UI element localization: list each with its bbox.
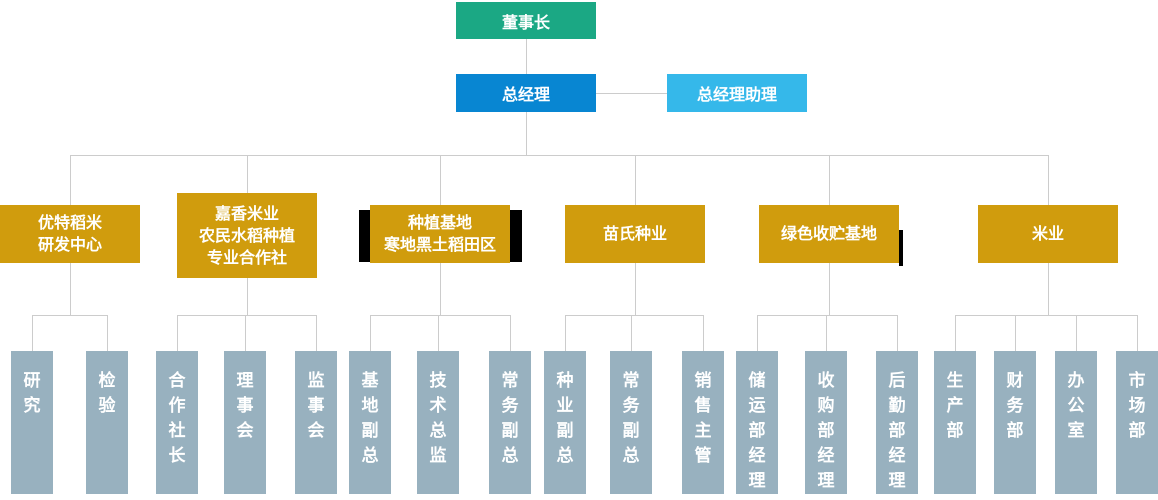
connector-line <box>631 315 632 351</box>
leaf-purchasing-manager: 收购部经理 <box>805 351 847 494</box>
connector-line <box>177 315 316 316</box>
connector-line <box>70 263 71 315</box>
connector-line <box>1137 315 1138 351</box>
leaf-base-vp: 基地副总 <box>349 351 391 494</box>
leaf-executive-vp-1: 常务副总 <box>489 351 531 494</box>
node-gm-assistant-label: 总经理助理 <box>696 85 777 104</box>
connector-line <box>1076 315 1077 351</box>
connector-line <box>829 263 830 315</box>
connector-line <box>510 315 511 351</box>
connector-line <box>370 315 510 316</box>
node-chairman: 董事长 <box>456 2 596 39</box>
connector-line <box>370 315 371 351</box>
dept-label-line: 种植基地 <box>407 213 472 232</box>
connector-line <box>635 155 636 205</box>
leaf-finance-dept: 财务部 <box>994 351 1036 494</box>
dept-label-line: 嘉香米业 <box>214 203 279 223</box>
leaf-office: 办公室 <box>1055 351 1097 494</box>
connector-line <box>596 93 667 94</box>
connector-line <box>703 315 704 351</box>
connector-line <box>440 263 441 315</box>
connector-line <box>438 315 439 351</box>
leaf-inspection: 检验 <box>86 351 128 494</box>
black-artifact-mark <box>899 230 903 266</box>
connector-line <box>565 315 703 316</box>
dept-label-line: 研发中心 <box>37 235 102 254</box>
node-general-manager: 总经理 <box>456 74 596 112</box>
connector-line <box>955 315 956 351</box>
connector-line <box>440 155 441 205</box>
leaf-seed-vp: 种业副总 <box>544 351 586 494</box>
connector-line <box>1015 315 1016 351</box>
leaf-marketing-dept: 市场部 <box>1116 351 1158 494</box>
connector-line <box>247 278 248 315</box>
dept-label-line: 绿色收贮基地 <box>780 224 877 243</box>
leaf-executive-vp-2: 常务副总 <box>610 351 652 494</box>
connector-line <box>1048 263 1049 315</box>
dept-label-line: 苗氏种业 <box>602 224 667 243</box>
node-gm-assistant: 总经理助理 <box>667 74 807 112</box>
leaf-tech-director: 技术总监 <box>417 351 459 494</box>
connector-line <box>635 263 636 315</box>
dept-planting-base: 种植基地 寒地黑土稻田区 <box>370 205 510 263</box>
connector-line <box>107 315 108 351</box>
connector-line <box>526 39 527 74</box>
connector-line <box>897 315 898 351</box>
connector-line <box>526 112 527 155</box>
leaf-production-dept: 生产部 <box>934 351 976 494</box>
connector-line <box>247 155 248 193</box>
connector-line <box>32 315 107 316</box>
dept-rice-rd-center: 优特稻米 研发中心 <box>0 205 140 263</box>
leaf-storage-transport-manager: 储运部经理 <box>736 351 778 494</box>
black-artifact-mark <box>359 210 370 262</box>
dept-label-line: 农民水稻种植 <box>198 225 295 245</box>
connector-line <box>1048 155 1049 205</box>
node-chairman-label: 董事长 <box>501 12 550 32</box>
dept-label-line: 优特稻米 <box>37 213 102 232</box>
connector-line <box>70 155 71 205</box>
leaf-coop-director: 合作社长 <box>156 351 198 494</box>
node-general-manager-label: 总经理 <box>501 85 550 104</box>
connector-line <box>245 315 246 351</box>
dept-miao-seed: 苗氏种业 <box>565 205 705 263</box>
connector-line <box>757 315 758 351</box>
dept-label-line: 米业 <box>1031 224 1064 243</box>
dept-rice-industry: 米业 <box>978 205 1118 263</box>
leaf-supervisory-board: 监事会 <box>295 351 337 494</box>
connector-line <box>32 315 33 351</box>
dept-green-storage-base: 绿色收贮基地 <box>759 205 899 263</box>
connector-line <box>826 315 827 351</box>
connector-line <box>316 315 317 351</box>
connector-line <box>829 155 830 205</box>
leaf-research: 研究 <box>11 351 53 494</box>
dept-label-line: 寒地黑土稻田区 <box>383 235 496 254</box>
leaf-sales-manager: 销售主管 <box>682 351 724 494</box>
dept-label-line: 专业合作社 <box>206 247 287 267</box>
black-artifact-mark <box>510 210 522 262</box>
dept-farmers-coop: 嘉香米业 农民水稻种植 专业合作社 <box>177 193 317 278</box>
leaf-logistics-manager: 后勤部经理 <box>876 351 918 494</box>
connector-line <box>757 315 897 316</box>
connector-line <box>955 315 1137 316</box>
connector-line <box>177 315 178 351</box>
connector-line <box>70 155 1048 156</box>
connector-line <box>565 315 566 351</box>
leaf-council: 理事会 <box>224 351 266 494</box>
